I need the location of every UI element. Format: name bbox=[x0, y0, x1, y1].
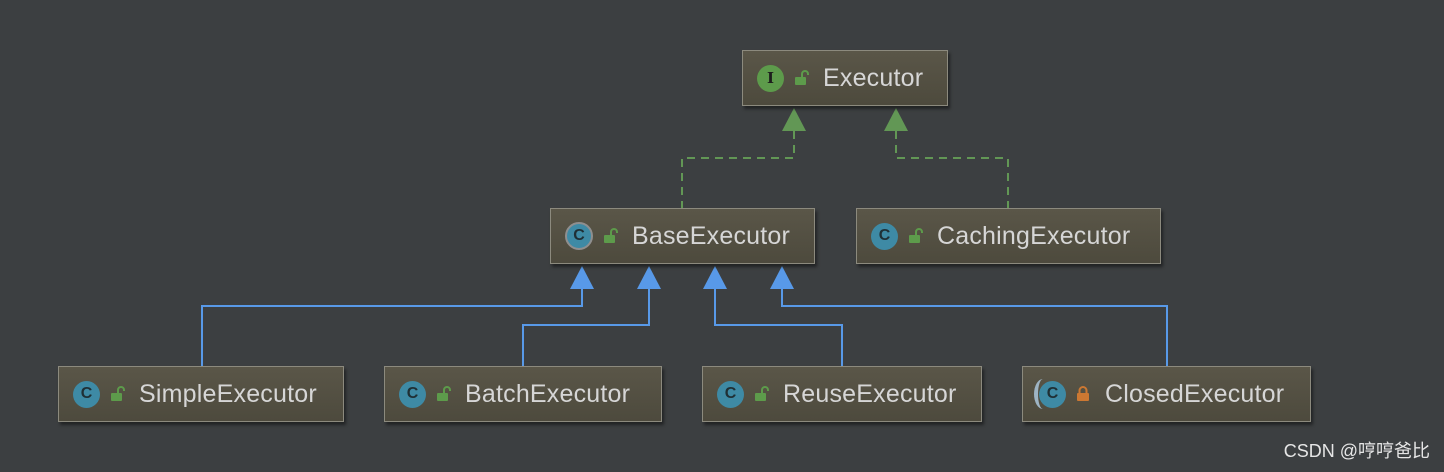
unlocked-icon bbox=[604, 228, 618, 243]
unlocked-icon bbox=[909, 228, 923, 243]
node-label: ReuseExecutor bbox=[783, 379, 957, 408]
node-label: ClosedExecutor bbox=[1105, 379, 1285, 408]
unlocked-icon bbox=[111, 386, 125, 401]
node-executor[interactable]: I Executor bbox=[742, 50, 948, 106]
unlocked-icon bbox=[437, 386, 451, 401]
class-icon: C bbox=[717, 380, 744, 408]
node-closed-executor[interactable]: C ClosedExecutor bbox=[1022, 366, 1311, 422]
edge-reuse-extends-base bbox=[703, 266, 843, 366]
node-label: SimpleExecutor bbox=[139, 379, 317, 408]
watermark: CSDN @哼哼爸比 bbox=[1283, 441, 1430, 461]
inner-class-icon: C bbox=[1034, 378, 1066, 409]
node-base-executor[interactable]: C BaseExecutor bbox=[550, 208, 815, 264]
node-label: BaseExecutor bbox=[632, 221, 791, 250]
interface-icon: I bbox=[757, 64, 784, 92]
node-label: BatchExecutor bbox=[465, 379, 631, 408]
class-icon: C bbox=[73, 380, 100, 408]
edge-caching-implements-executor bbox=[884, 108, 1009, 209]
edge-closed-extends-base bbox=[770, 266, 1168, 366]
class-icon: C bbox=[871, 222, 898, 250]
unlocked-icon bbox=[755, 386, 769, 401]
node-caching-executor[interactable]: C CachingExecutor bbox=[856, 208, 1161, 264]
abstract-class-icon: C bbox=[565, 222, 593, 250]
unlocked-icon bbox=[795, 70, 809, 85]
class-icon: C bbox=[399, 380, 426, 408]
edge-base-implements-executor bbox=[681, 108, 806, 209]
locked-icon bbox=[1077, 386, 1089, 401]
node-label: CachingExecutor bbox=[937, 221, 1131, 250]
edge-simple-extends-base bbox=[201, 266, 594, 366]
node-simple-executor[interactable]: C SimpleExecutor bbox=[58, 366, 344, 422]
node-label: Executor bbox=[823, 63, 924, 92]
node-batch-executor[interactable]: C BatchExecutor bbox=[384, 366, 662, 422]
node-reuse-executor[interactable]: C ReuseExecutor bbox=[702, 366, 982, 422]
edge-batch-extends-base bbox=[522, 266, 661, 366]
